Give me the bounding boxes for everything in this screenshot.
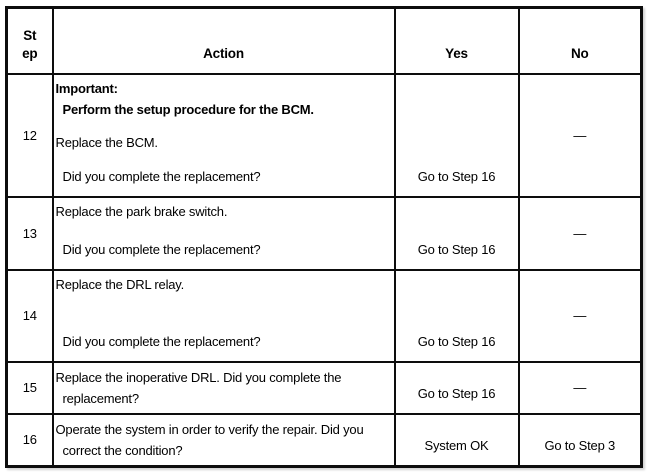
action-instruction-line2: replacement? [62,390,140,406]
yes-cell: Go to Step 16 [393,360,520,415]
no-cell: — [517,195,643,271]
action-cell: Replace the inoperative DRL. Did you com… [51,360,396,415]
no-cell: — [517,360,643,415]
step-number: 15 [5,360,54,415]
action-question: Did you complete the replacement? [62,241,261,257]
header-cell-action: Action [51,6,396,75]
table-row-step-12: 12 Important: Perform the setup procedur… [5,72,643,198]
table-row-step-14: 14 Replace the DRL relay. Did you comple… [5,268,643,363]
yes-cell: System OK [393,412,520,468]
action-instruction: Replace the park brake switch. [55,203,228,219]
no-cell: — [517,72,643,198]
table-row-step-16: 16 Operate the system in order to verify… [5,412,643,468]
action-cell: Replace the park brake switch. Did you c… [51,195,396,271]
action-instruction-line2: correct the condition? [62,442,183,458]
action-instruction: Replace the BCM. [55,135,158,150]
header-row: St ep Action Yes No [5,6,643,75]
no-cell: — [517,268,643,363]
header-step-label: St ep [22,27,38,61]
header-cell-yes: Yes [393,6,520,75]
header-cell-step: St ep [5,6,54,75]
important-instruction: Perform the setup procedure for the BCM. [62,101,315,117]
action-question: Did you complete the replacement? [62,168,261,184]
step-number: 16 [5,412,54,468]
table-row-step-13: 13 Replace the park brake switch. Did yo… [5,195,643,271]
action-cell: Operate the system in order to verify th… [51,412,396,468]
action-instruction: Replace the DRL relay. [55,276,185,292]
yes-cell: Go to Step 16 [393,268,520,363]
diagnostic-table: St ep Action Yes No 12 Important: Perfor… [5,6,643,468]
step-number: 13 [5,195,54,271]
important-block: Important: Perform the setup procedure f… [56,78,390,120]
step-number: 14 [5,268,54,363]
step-number: 12 [5,72,54,198]
action-cell: Important: Perform the setup procedure f… [51,72,396,198]
no-cell: Go to Step 3 [517,412,643,468]
action-instruction-line1: Operate the system in order to verify th… [55,421,364,437]
action-question: Did you complete the replacement? [62,333,261,349]
yes-cell: Go to Step 16 [393,72,520,198]
table-row-step-15: 15 Replace the inoperative DRL. Did you … [5,360,643,415]
action-instruction-line1: Replace the inoperative DRL. Did you com… [55,369,342,385]
yes-cell: Go to Step 16 [393,195,520,271]
header-cell-no: No [517,6,643,75]
action-cell: Replace the DRL relay. Did you complete … [51,268,396,363]
important-label: Important: [55,80,118,96]
